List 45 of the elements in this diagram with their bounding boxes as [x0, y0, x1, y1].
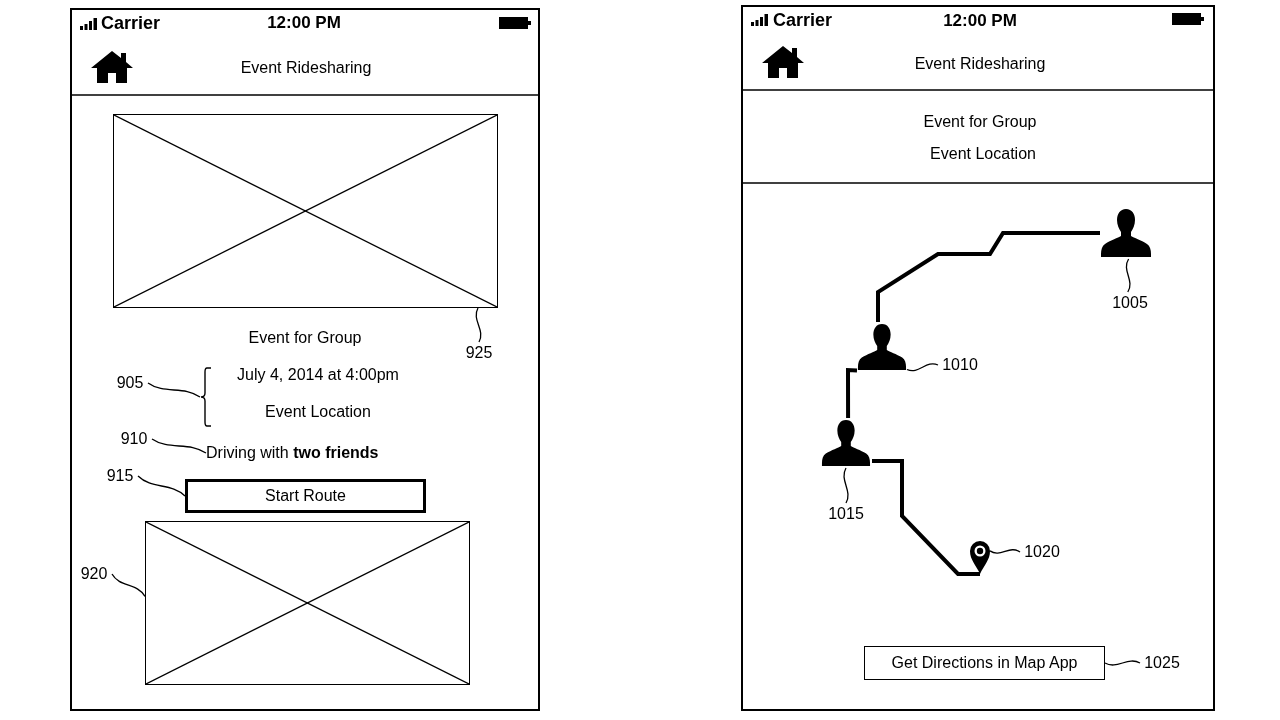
leader-line — [111, 573, 146, 598]
route-line — [846, 367, 858, 418]
carrier-name: Carrier — [773, 9, 833, 31]
callout-number: 905 — [112, 372, 148, 394]
leader-line — [906, 363, 939, 372]
image-placeholder — [145, 521, 470, 685]
action-button: Start Route — [185, 479, 426, 513]
carrier-name: Carrier — [101, 12, 161, 34]
screen-text: Event for Group — [248, 328, 362, 348]
screen-text: Event for Group — [923, 112, 1037, 132]
event-detail-text: July 4, 2014 at 4:00pm — [236, 365, 400, 385]
phone-screen — [70, 8, 540, 711]
image-placeholder — [113, 114, 498, 308]
callout-number: 1015 — [824, 503, 868, 525]
map-pin-icon — [970, 541, 990, 574]
leader-line — [137, 475, 186, 497]
person-silhouette-icon — [1100, 207, 1152, 259]
screen-text: 12:00 PM — [943, 10, 1017, 32]
callout-number: 1010 — [938, 354, 982, 376]
leader-line — [151, 438, 207, 454]
callout-number: 920 — [76, 563, 112, 585]
callout-number: 910 — [116, 428, 152, 450]
callout-number: 925 — [460, 342, 498, 364]
leader-line — [147, 382, 201, 398]
screen-text: 12:00 PM — [267, 12, 341, 34]
screen-text: Event Ridesharing — [240, 58, 372, 78]
callout-number: 915 — [102, 465, 138, 487]
person-silhouette-icon — [820, 418, 872, 468]
person-silhouette-icon — [857, 322, 907, 372]
route-line — [876, 231, 1100, 322]
action-button: Get Directions in Map App — [864, 646, 1105, 680]
route-line — [872, 459, 980, 576]
callout-number: 1005 — [1108, 292, 1152, 314]
callout-number: 1025 — [1140, 652, 1184, 674]
leader-line — [1125, 258, 1131, 293]
status-text: Driving with two friends — [206, 442, 402, 464]
phone-screen — [741, 5, 1215, 711]
leader-line — [475, 307, 482, 343]
screen-text: Event Location — [930, 144, 1036, 164]
leader-line — [989, 549, 1021, 554]
event-detail-text: Event Location — [264, 402, 372, 422]
screen-text: Event Ridesharing — [914, 54, 1046, 74]
leader-line — [843, 467, 849, 504]
leader-line — [1104, 660, 1141, 666]
callout-number: 1020 — [1020, 541, 1064, 563]
